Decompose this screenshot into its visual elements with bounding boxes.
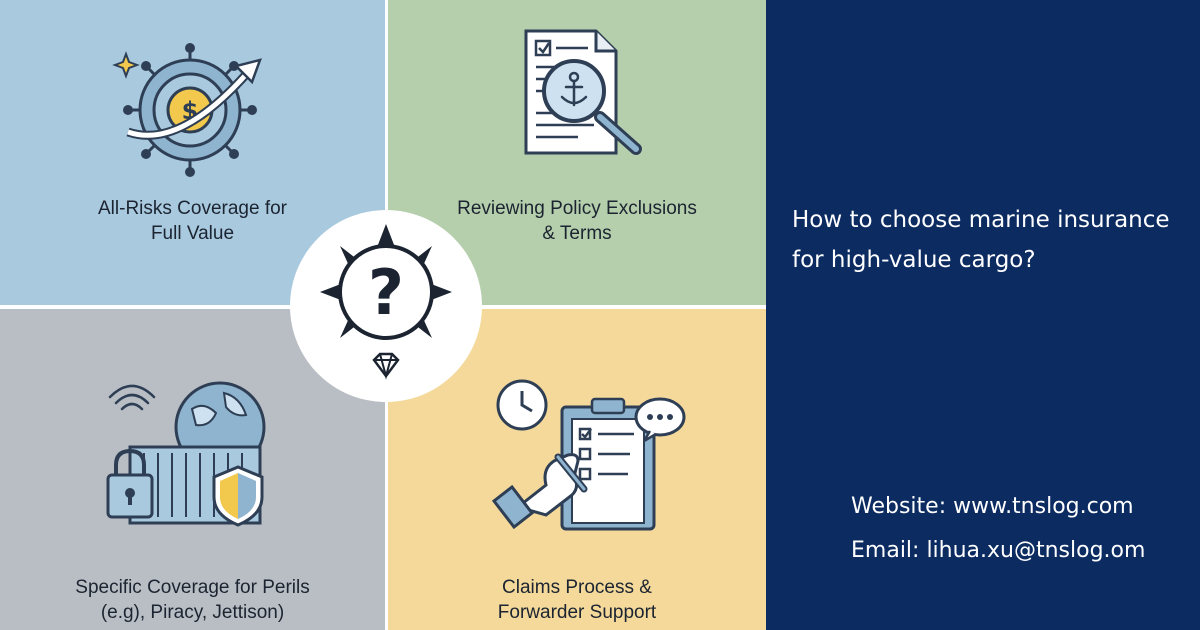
quadrant-title: Reviewing Policy Exclusions & Terms	[388, 196, 766, 246]
website-text: Website: www.tnslog.com	[851, 494, 1134, 519]
clipboard-clock-hand-icon	[491, 379, 686, 531]
globe-container-lock-shield-icon	[106, 381, 266, 527]
email-text: Email: lihua.xu@tnslog.om	[851, 538, 1146, 563]
title-line: Forwarder Support	[497, 602, 657, 623]
title-line: All-Risks Coverage for	[98, 198, 287, 219]
quadrant-title: Claims Process & Forwarder Support	[388, 575, 766, 625]
quadrant-title: All-Risks Coverage for Full Value	[0, 196, 385, 246]
title-line: Reviewing Policy Exclusions	[457, 198, 697, 219]
svg-text:?: ?	[368, 256, 404, 329]
title-line: Specific Coverage for Perils	[75, 577, 310, 598]
title-line: (e.g), Piracy, Jettison)	[100, 602, 285, 623]
info-panel: How to choose marine insurance for high-…	[766, 0, 1200, 630]
page-title: How to choose marine insurance for high-…	[792, 200, 1192, 280]
title-line: How to choose marine insurance	[792, 207, 1170, 233]
title-line: Full Value	[150, 223, 235, 244]
title-line: Claims Process &	[502, 577, 652, 598]
compass-question-mark-icon: ?	[320, 224, 452, 380]
title-line: & Terms	[542, 223, 612, 244]
quadrant-title: Specific Coverage for Perils (e.g), Pira…	[0, 575, 385, 625]
ship-wheel-dollar-icon: $	[112, 43, 262, 177]
quadrant-all-risks: $ All-Risks Coverage for Full Value	[0, 0, 385, 305]
diamond-icon	[372, 352, 400, 380]
center-badge: ?	[290, 210, 482, 402]
title-line: for high-value cargo?	[792, 247, 1036, 273]
document-magnifier-anchor-icon	[524, 29, 642, 155]
